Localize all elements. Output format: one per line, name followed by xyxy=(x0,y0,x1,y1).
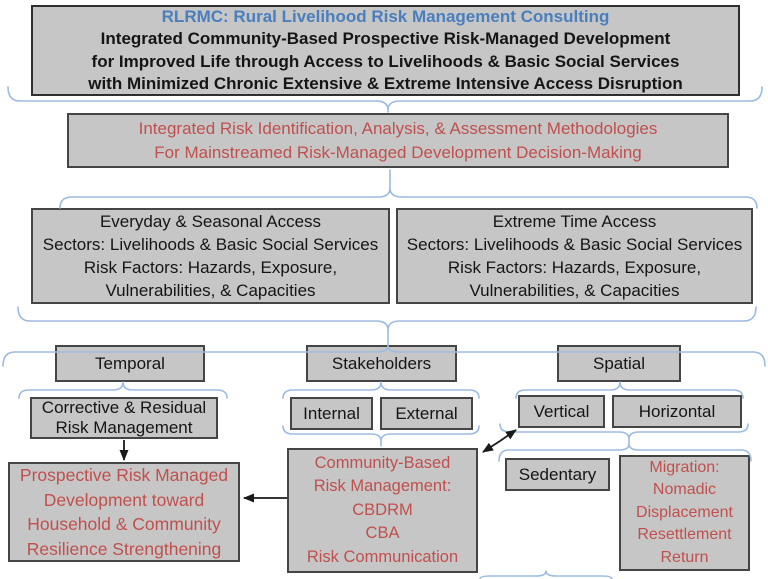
corrective-line-2: Risk Management xyxy=(55,418,193,437)
prospective-line-4: Resilience Strengthening xyxy=(26,538,222,559)
community-line-4: CBA xyxy=(365,524,400,543)
rlrmc-line-2: for Improved Life through Access to Live… xyxy=(91,51,680,71)
stakeholders-header-box: Stakeholders xyxy=(306,345,457,382)
rlrmc-title: RLRMC: Rural Livelihood Risk Management … xyxy=(161,6,610,26)
prospective-line-1: Prospective Risk Managed xyxy=(19,465,229,485)
arrow-community-vertical-up xyxy=(499,429,517,442)
brace-under-access-boxes xyxy=(17,306,757,347)
community-line-3: CBDRM xyxy=(352,500,413,519)
extreme-line-2: Sectors: Livelihoods & Basic Social Serv… xyxy=(406,235,743,254)
stakeholders-label: Stakeholders xyxy=(331,353,432,373)
community-line-5: Risk Communication xyxy=(306,547,459,566)
extreme-line-4: Vulnerabilities, & Capacities xyxy=(469,281,680,300)
horizontal-label: Horizontal xyxy=(638,401,716,421)
everyday-line-3: Risk Factors: Hazards, Exposure, xyxy=(83,258,338,277)
everyday-seasonal-access-box: Everyday & Seasonal Access Sectors: Live… xyxy=(31,208,390,304)
extreme-line-3: Risk Factors: Hazards, Exposure, xyxy=(447,258,702,277)
methodology-line-1: Integrated Risk Identification, Analysis… xyxy=(138,118,658,138)
migration-line-2: Nomadic xyxy=(652,481,717,499)
migration-line-1: Migration: xyxy=(649,458,720,476)
spatial-label: Spatial xyxy=(593,353,645,373)
prospective-outcome-box: Prospective Risk Managed Development tow… xyxy=(8,462,240,562)
prospective-line-3: Household & Community xyxy=(27,514,221,534)
community-line-2: Risk Management: xyxy=(313,477,452,496)
everyday-line-4: Vulnerabilities, & Capacities xyxy=(105,281,316,300)
vertical-box: Vertical xyxy=(518,395,605,428)
temporal-header-box: Temporal xyxy=(55,345,205,382)
community-based-risk-box: Community-Based Risk Management: CBDRM C… xyxy=(287,448,478,573)
everyday-line-1: Everyday & Seasonal Access xyxy=(99,212,322,231)
methodology-box: Integrated Risk Identification, Analysis… xyxy=(67,113,729,168)
extreme-line-1: Extreme Time Access xyxy=(492,212,657,231)
migration-line-5: Return xyxy=(660,548,709,566)
extreme-time-access-box: Extreme Time Access Sectors: Livelihoods… xyxy=(396,208,753,304)
arrow-community-vertical-down xyxy=(482,440,501,453)
rlrmc-overview-box: RLRMC: Rural Livelihood Risk Management … xyxy=(31,5,740,96)
brace-under-methodology xyxy=(59,169,758,209)
community-line-1: Community-Based xyxy=(314,453,451,472)
methodology-line-2: For Mainstreamed Risk-Managed Developmen… xyxy=(154,142,642,162)
external-box: External xyxy=(380,397,473,430)
sedentary-box: Sedentary xyxy=(505,458,610,491)
everyday-line-2: Sectors: Livelihoods & Basic Social Serv… xyxy=(42,235,379,254)
vertical-label: Vertical xyxy=(533,401,590,421)
rlrmc-line-1: Integrated Community-Based Prospective R… xyxy=(100,29,671,48)
corrective-line-1: Corrective & Residual xyxy=(41,397,207,417)
sedentary-label: Sedentary xyxy=(518,464,597,484)
brace-bottom-partial xyxy=(479,570,613,579)
migration-line-4: Resettlement xyxy=(637,526,732,544)
brace-under-temporal xyxy=(18,381,228,399)
prospective-line-2: Development toward xyxy=(43,489,205,510)
spatial-header-box: Spatial xyxy=(557,345,681,382)
horizontal-box: Horizontal xyxy=(612,395,742,428)
internal-label: Internal xyxy=(303,403,360,423)
migration-line-3: Displacement xyxy=(636,503,733,521)
external-label: External xyxy=(395,403,458,423)
corrective-residual-box: Corrective & Residual Risk Management xyxy=(30,397,218,439)
migration-box: Migration: Nomadic Displacement Resettle… xyxy=(619,455,750,571)
rlrmc-line-3: with Minimized Chronic Extensive & Extre… xyxy=(88,74,683,93)
brace-under-stakeholders xyxy=(282,381,480,399)
temporal-label: Temporal xyxy=(95,353,165,373)
internal-box: Internal xyxy=(290,397,373,430)
